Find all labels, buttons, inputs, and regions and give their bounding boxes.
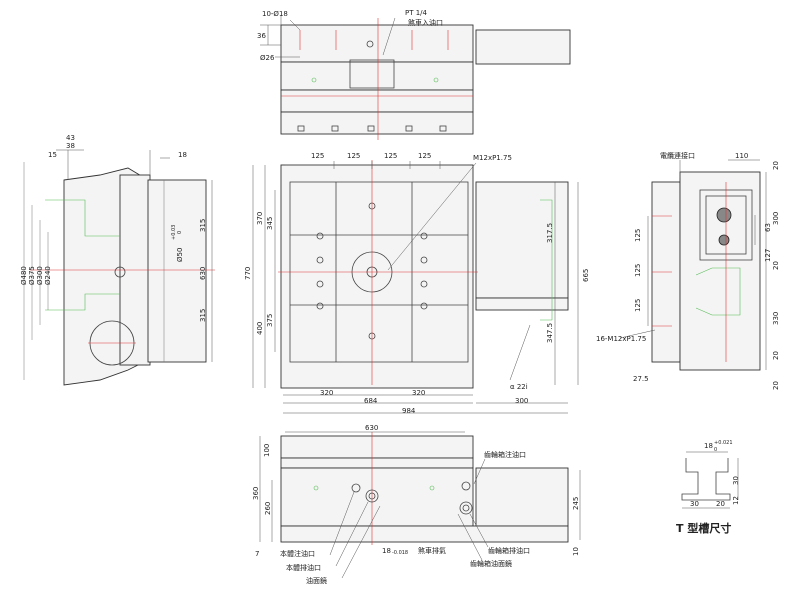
main-dim-770: 770 [244, 267, 252, 280]
right-dim-20-d: 20 [772, 381, 780, 390]
main-dim-347-5: 347.5 [546, 323, 554, 343]
bottom-gear-drain-label: 齒輪箱排油口 [488, 546, 530, 555]
tslot-title: T 型槽尺寸 [676, 521, 731, 535]
left-dim-315-bottom: 315 [199, 309, 207, 322]
left-dim-43: 43 [66, 134, 75, 142]
right-dim-20-c: 20 [772, 351, 780, 360]
tslot-dim-30-b: 30 [690, 500, 699, 508]
left-dim-480: Ø480 [20, 266, 28, 285]
bottom-dim-7: 7 [255, 550, 259, 558]
right-view: 電纜連接口 110 20 300 63 127 20 330 20 20 125… [596, 151, 780, 390]
top-brake-port-label: 煞車入油口 [408, 18, 443, 27]
tslot-dim-18: 18 [704, 442, 713, 450]
left-bore-label: Ø50 [176, 248, 184, 262]
main-thread-label: M12xP1.75 [473, 154, 512, 162]
right-dim-125-c: 125 [634, 299, 642, 312]
right-connector-label: 電纜連接口 [660, 151, 695, 160]
main-dim-665: 665 [582, 269, 590, 282]
main-dim-320-b: 320 [412, 389, 425, 397]
bottom-dim-10: 10 [572, 547, 580, 556]
bottom-dim-245: 245 [572, 497, 580, 510]
main-view: 125 125 125 125 M12xP1.75 370 345 770 40… [244, 152, 590, 415]
left-dim-15: 15 [48, 151, 57, 159]
main-dim-125-c: 125 [384, 152, 397, 160]
left-dim-375: Ø375 [28, 266, 36, 285]
right-dim-20-b: 20 [772, 261, 780, 270]
bottom-body-drain-label: 本體排油口 [286, 563, 321, 572]
main-dim-984: 984 [402, 407, 416, 415]
right-holes-label: 16-M12xP1.75 [596, 335, 646, 343]
right-dim-27-5: 27.5 [633, 375, 649, 383]
main-dim-684: 684 [364, 397, 378, 405]
bottom-dim-100: 100 [263, 444, 271, 457]
main-dim-317-5: 317.5 [546, 223, 554, 243]
main-dim-370: 370 [256, 212, 264, 225]
left-bore-tol-lower: 0 [177, 231, 183, 234]
bottom-oil-gauge-label: 油面鏡 [306, 576, 327, 585]
top-pt-label: PT 1/4 [405, 9, 428, 17]
bottom-dim-360: 360 [252, 487, 260, 500]
tslot-dim-12: 12 [732, 496, 740, 505]
bottom-tol: -0.018 [392, 550, 408, 556]
main-dim-375: 375 [266, 314, 274, 327]
right-dim-125-a: 125 [634, 229, 642, 242]
left-dim-18: 18 [178, 151, 187, 159]
left-dim-38: 38 [66, 142, 75, 150]
right-dim-20-a: 20 [772, 161, 780, 170]
right-dim-330: 330 [772, 312, 780, 325]
bottom-gear-gauge-label: 齒輪箱油面鏡 [470, 559, 512, 568]
tslot-detail: 18 +0.021 0 30 12 30 20 T 型槽尺寸 [676, 440, 740, 535]
top-dim-26: Ø26 [260, 54, 275, 62]
main-dim-300: 300 [515, 397, 528, 405]
bottom-dim-18: 18 [382, 547, 391, 555]
tslot-dim-30-a: 30 [732, 476, 740, 485]
main-dim-125-d: 125 [418, 152, 431, 160]
bottom-dim-630: 630 [365, 424, 378, 432]
main-dim-125-b: 125 [347, 152, 360, 160]
bottom-body-fill-label: 本體注油口 [280, 549, 315, 558]
bottom-brake-vent-label: 煞車排氣 [418, 546, 446, 555]
top-view: 10-Ø18 36 Ø26 PT 1/4 煞車入油口 [257, 9, 571, 140]
main-dim-345: 345 [266, 217, 274, 230]
left-dim-300: Ø300 [36, 266, 44, 285]
bottom-dim-260: 260 [264, 502, 272, 515]
main-dim-400: 400 [256, 322, 264, 335]
left-dim-315-top: 315 [199, 219, 207, 232]
tslot-tol-upper: +0.021 [714, 440, 733, 446]
bottom-gear-fill-label: 齒輪箱注油口 [484, 450, 526, 459]
bottom-view: 630 100 360 260 7 245 10 齒輪箱注油口 本體注油口 本體… [252, 424, 581, 585]
right-dim-125-b: 125 [634, 264, 642, 277]
left-dim-630: 630 [199, 267, 207, 280]
left-dim-240: Ø240 [44, 266, 52, 285]
main-dim-125-a: 125 [311, 152, 324, 160]
top-holes-label: 10-Ø18 [262, 10, 288, 18]
main-alpha-label: α 22i [510, 383, 528, 391]
right-dim-63: 63 [764, 223, 772, 232]
top-dim-36: 36 [257, 32, 266, 40]
left-bore-tol-upper: +0.03 [171, 225, 177, 240]
left-view: 43 38 15 18 Ø480 Ø375 Ø300 Ø240 Ø50 +0.0… [20, 134, 215, 386]
right-dim-300: 300 [772, 212, 780, 225]
right-dim-110: 110 [735, 152, 748, 160]
tslot-tol-lower: 0 [714, 447, 717, 453]
main-dim-320-a: 320 [320, 389, 333, 397]
tslot-dim-20: 20 [716, 500, 725, 508]
right-dim-127: 127 [764, 249, 772, 262]
